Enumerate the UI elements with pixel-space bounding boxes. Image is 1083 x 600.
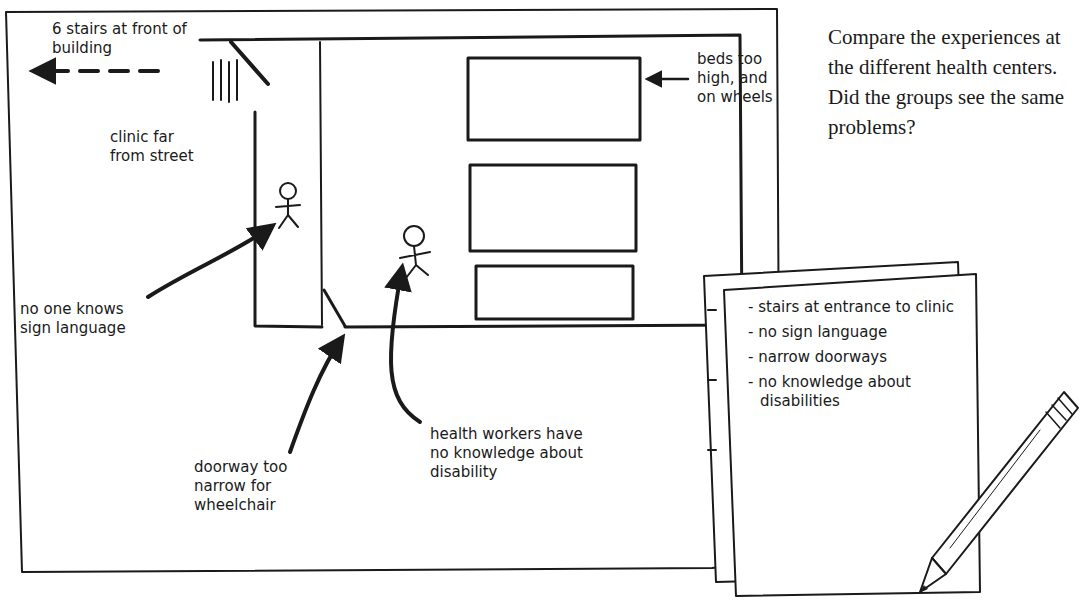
list-item: - no sign language	[748, 323, 958, 342]
list-item: - narrow doorways	[748, 348, 958, 367]
note-label: 6 stairs at front of building	[52, 20, 242, 58]
notes-page: - stairs at entrance to clinic - no sign …	[748, 298, 958, 578]
list-item: - no knowledge about disabilities	[748, 373, 958, 411]
question-text: Compare the experiences at the different…	[828, 22, 1068, 142]
note-label: health workers have no knowledge about d…	[430, 425, 595, 482]
note-label: clinic far from street	[110, 128, 200, 166]
list-item: - stairs at entrance to clinic	[748, 298, 958, 317]
note-label: no one knows sign language	[20, 300, 150, 338]
note-label: beds too high, and on wheels	[697, 50, 775, 107]
note-label: doorway too narrow for wheelchair	[194, 458, 314, 515]
